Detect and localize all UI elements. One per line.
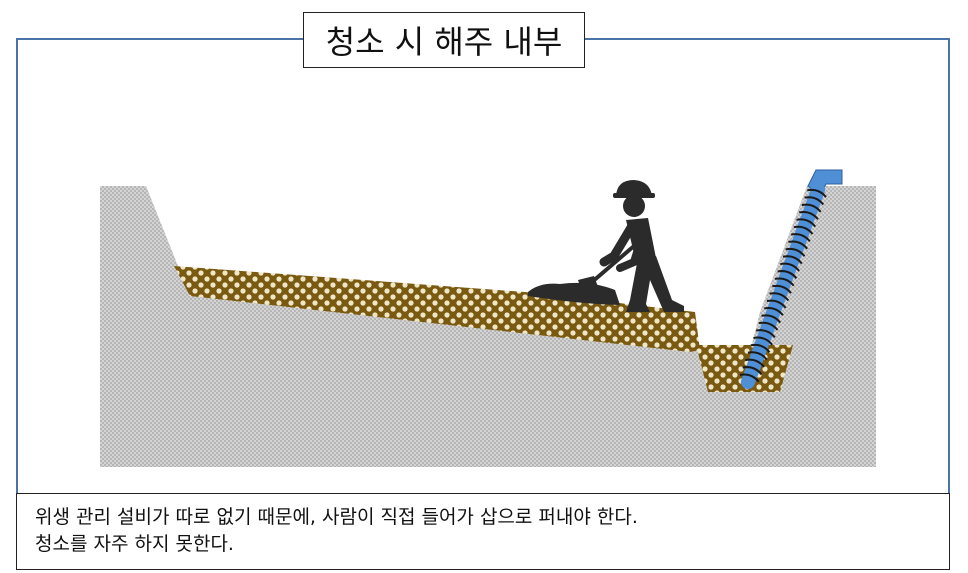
screw-flight <box>747 351 768 361</box>
screw-flight <box>739 373 760 383</box>
caption-line-1: 위생 관리 설비가 따로 없기 때문에, 사람이 직접 들어가 삽으로 퍼내야 … <box>35 506 638 528</box>
screw-flight <box>777 270 798 280</box>
screw-flight <box>790 233 811 243</box>
screw-flight <box>761 314 782 324</box>
screw-flight <box>780 262 800 272</box>
screw-flight <box>801 203 822 213</box>
screw-flight <box>782 255 803 265</box>
sludge-layer <box>174 266 700 352</box>
caption-line-2: 청소를 자주 하지 못한다. <box>35 533 234 555</box>
screw-flight <box>785 247 806 257</box>
sludge-pit <box>696 345 793 392</box>
screw-flight <box>774 277 795 287</box>
screw-conveyor-icon <box>739 169 843 389</box>
screw-flight <box>758 321 779 331</box>
screw-flight <box>772 284 792 294</box>
screw-flight <box>798 211 819 220</box>
caption-box: 위생 관리 설비가 따로 없기 때문에, 사람이 직접 들어가 삽으로 퍼내야 … <box>16 493 950 570</box>
screw-flight <box>763 307 784 316</box>
screw-flight <box>788 240 808 250</box>
screw-flight <box>750 343 771 353</box>
worker-with-shovel-icon <box>578 180 684 312</box>
screw-flight <box>796 218 817 228</box>
screw-flight <box>745 358 765 368</box>
diagram-title: 청소 시 해주 내부 <box>303 12 585 68</box>
screw-flight <box>755 329 776 339</box>
screw-flight <box>769 292 790 302</box>
screw-flight <box>804 196 825 206</box>
screw-flight <box>742 366 763 376</box>
screw-flight <box>793 225 814 235</box>
screw-flight <box>807 188 827 198</box>
screw-flight <box>753 336 773 346</box>
screw-flight <box>766 299 787 309</box>
